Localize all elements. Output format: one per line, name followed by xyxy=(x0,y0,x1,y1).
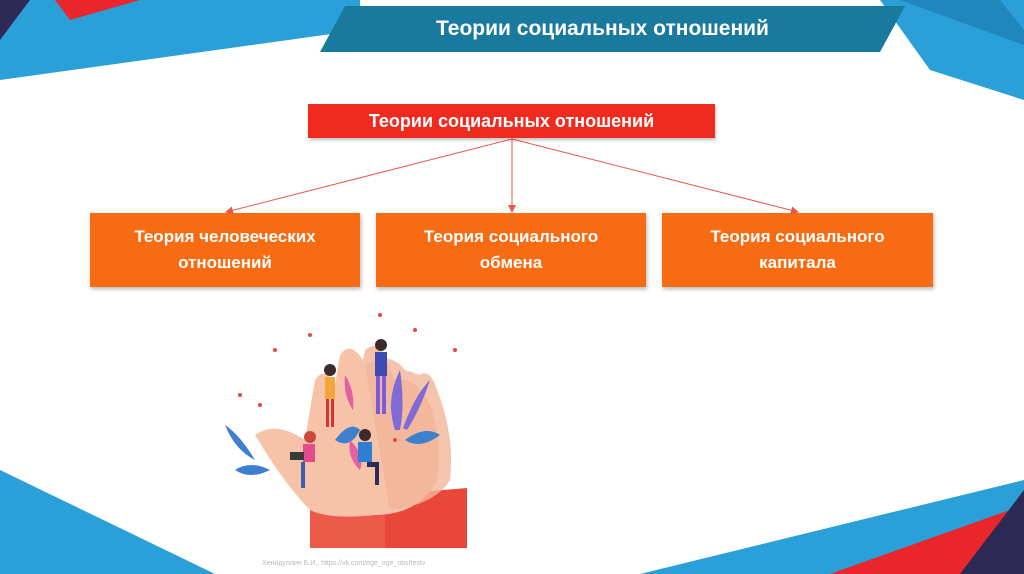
diagram-root-node: Теории социальных отношений xyxy=(308,104,715,138)
hands-illustration xyxy=(225,313,467,548)
page-title: Теории социальных отношений xyxy=(436,17,769,40)
person-sitting-1 xyxy=(290,431,316,488)
header-banner xyxy=(320,6,905,52)
bottom-left-blue-shape xyxy=(0,470,215,574)
bottom-right-navy-shape xyxy=(960,490,1024,574)
top-left-blue-shape xyxy=(0,0,360,80)
person-standing-1 xyxy=(324,364,336,427)
person-sitting-2 xyxy=(358,429,379,485)
top-left-red-shape xyxy=(55,0,140,20)
connector-left xyxy=(225,138,513,215)
top-right-blue-dark-shape xyxy=(900,0,1024,45)
image-credit: Хенидуллин Б.И., https://vk.com/ege_oge_… xyxy=(262,560,426,567)
connector-right xyxy=(511,138,799,215)
person-standing-2 xyxy=(375,339,387,414)
